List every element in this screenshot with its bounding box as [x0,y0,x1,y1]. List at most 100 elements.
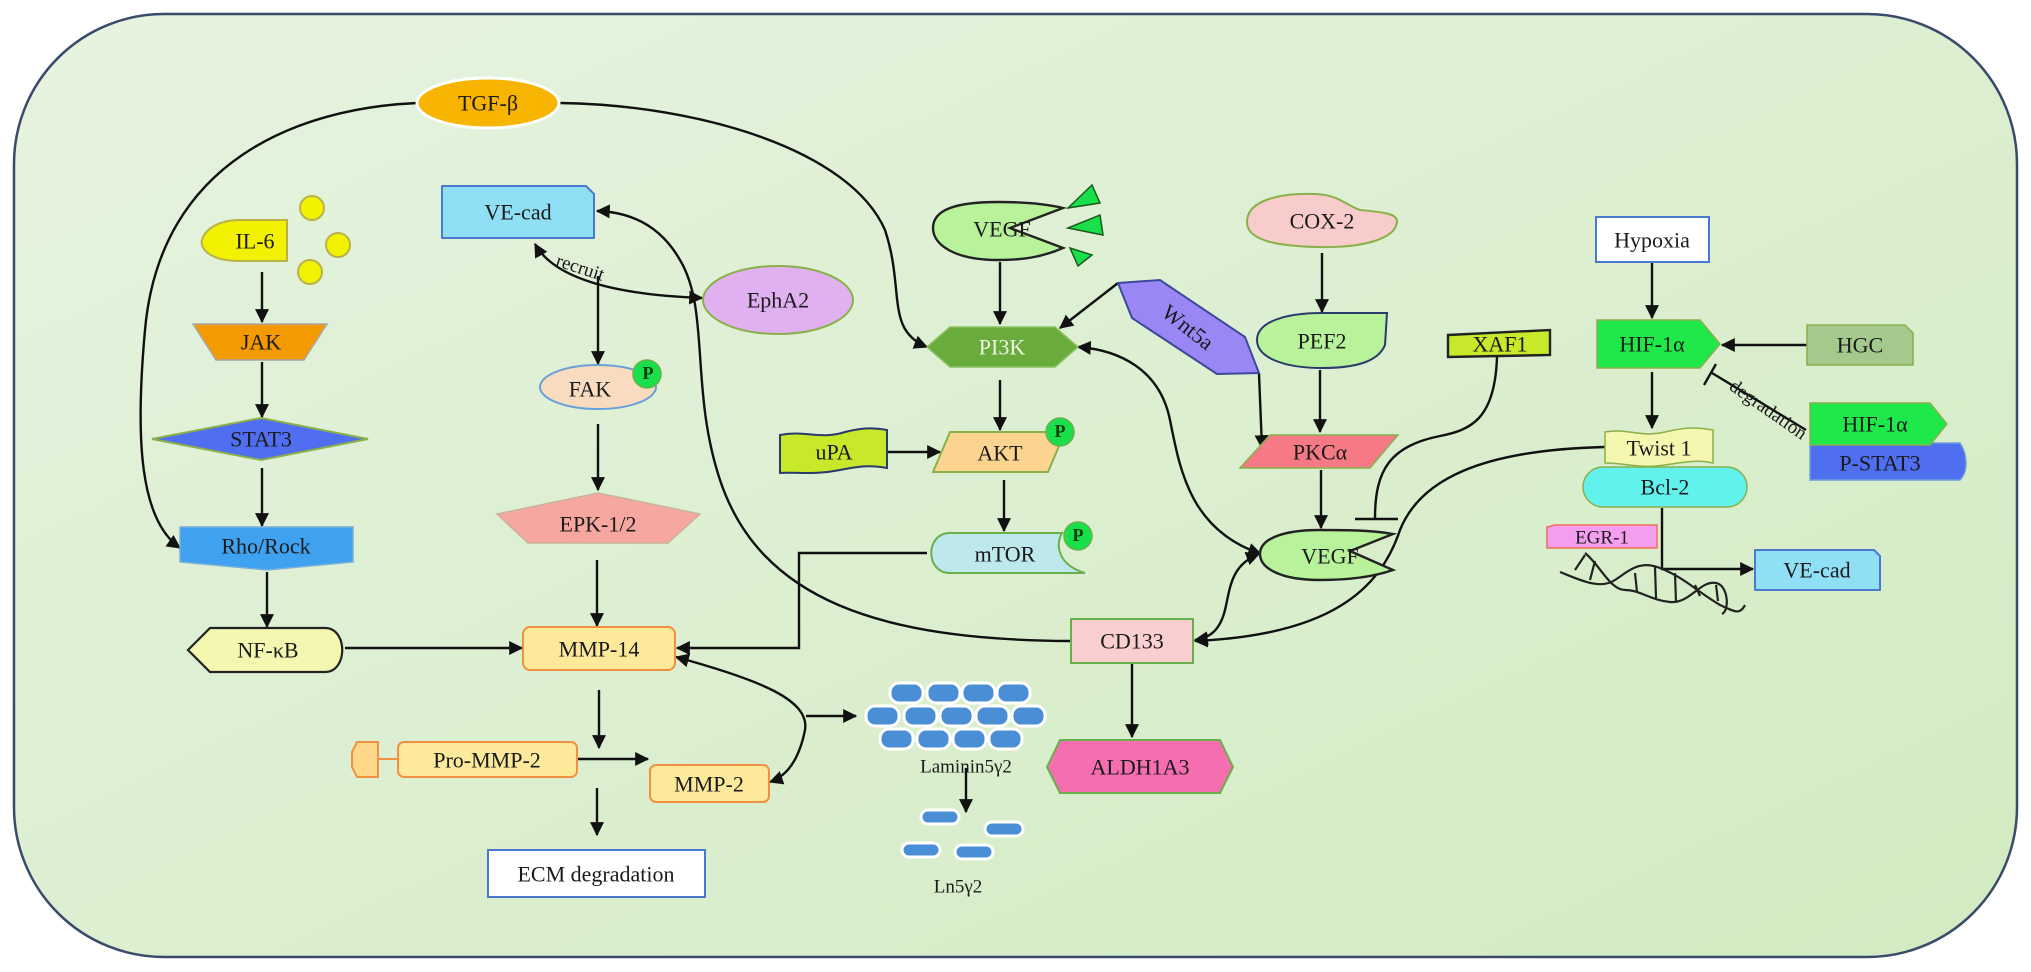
laminin-brick [974,704,1011,728]
laminin-brick [960,681,997,705]
label-pef2: PEF2 [1298,329,1347,354]
node-stat3[interactable]: STAT3 [151,416,369,462]
label-hif-1a-complex: HIF-1α [1842,412,1908,437]
edge-vegf-pi3k-bidir [1076,340,1263,557]
label-vegf-bottom: VEGF [1301,544,1358,569]
edge-twist1-cd133 [1193,445,1606,648]
node-ve-cad-top[interactable]: VE-cad [441,185,595,239]
edge-degradation-inhibit [1711,371,1807,432]
label-upa: uPA [815,440,852,465]
label-pro-mmp-2: Pro-MMP-2 [433,748,541,773]
phospho-badge-mtor: P [1063,521,1093,551]
phospho-label: P [1073,525,1084,545]
inhibit-bar-degradation [1702,363,1718,386]
phospho-badge-fak: P [632,359,662,389]
node-ecm-degradation[interactable]: ECM degradation [487,849,706,898]
node-twist-1[interactable]: Twist 1 [1604,427,1714,468]
node-pi3k[interactable]: PI3K [925,326,1080,368]
label-hif-1a: HIF-1α [1619,332,1685,357]
label-jak: JAK [241,330,281,355]
edge-mtor-mmp14 [675,551,927,655]
label-ve-cad-top: VE-cad [484,200,551,225]
laminin-brick [888,681,925,705]
label-hgc: HGC [1837,333,1883,358]
node-fak[interactable]: FAK [539,364,657,410]
ln5-fragment [900,841,942,859]
node-bcl-2[interactable]: Bcl-2 [1582,466,1748,508]
edge-tgfb-pi3k [559,101,929,349]
ligand-triangle-icon [1065,213,1104,236]
label-ve-cad-right: VE-cad [1783,558,1850,583]
label-fak: FAK [569,377,611,402]
laminin-brick [864,704,901,728]
laminin-brick [925,681,962,705]
label-tgf-beta: TGF-β [458,91,518,116]
edge-xaf1-vegf-inhibit [1373,356,1499,519]
node-pkca[interactable]: PKCα [1238,434,1400,469]
node-hif-1a[interactable]: HIF-1α [1596,319,1721,369]
label-egr-1: EGR-1 [1575,528,1629,549]
label-stat3: STAT3 [230,427,292,452]
node-epk-1-2[interactable]: EPK-1/2 [495,492,702,544]
laminin-brick [1010,704,1047,728]
label-hypoxia: Hypoxia [1614,228,1690,253]
laminin-brick [915,727,952,751]
node-akt[interactable]: AKT [931,431,1067,473]
node-nf-kb[interactable]: NF-κB [186,626,344,674]
label-twist-1: Twist 1 [1626,436,1691,461]
edge-cd133-vecad [595,204,1071,643]
label-rho-rock: Rho/Rock [221,534,310,559]
node-vegf-bottom[interactable]: VEGF [1258,528,1398,582]
edge-tgfb-rhorock [139,101,418,549]
label-mtor: mTOR [975,542,1036,567]
node-vegf-top[interactable]: VEGF [931,200,1068,262]
label-p-stat3: P-STAT3 [1839,451,1920,476]
phospho-label: P [1055,421,1066,441]
label-laminin: Laminin5γ2 [920,757,1012,778]
label-pkca: PKCα [1293,440,1348,465]
node-aldh1a3[interactable]: ALDH1A3 [1045,739,1235,794]
label-cox-2: COX-2 [1290,209,1355,234]
edge-mmp14-mmp2 [674,653,807,785]
node-mmp-2[interactable]: MMP-2 [649,764,770,803]
node-il-6[interactable]: IL-6 [200,219,288,262]
node-hgc[interactable]: HGC [1806,324,1914,366]
node-egr-1[interactable]: EGR-1 [1546,524,1658,549]
label-epha2: EphA2 [747,288,809,313]
node-upa[interactable]: uPA [779,427,888,475]
il-6-ligand-dots [297,195,351,285]
ln5-fragment-icon [900,808,1025,861]
ln5-fragment [983,820,1025,838]
node-ve-cad-right[interactable]: VE-cad [1754,549,1881,591]
label-mmp-14: MMP-14 [559,637,640,662]
label-akt: AKT [977,441,1023,466]
laminin-brick [995,681,1032,705]
dna-helix-icon [1559,552,1746,615]
ligand-dot-icon [325,232,351,258]
node-pro-mmp-2[interactable]: Pro-MMP-2 [351,741,578,778]
node-jak[interactable]: JAK [191,323,329,361]
label-mmp-2: MMP-2 [674,772,744,797]
label-il-6: IL-6 [235,229,274,254]
node-hif-1a-pstat3-complex[interactable]: HIF-1α P-STAT3 [1809,402,1967,481]
label-pi3k: PI3K [979,335,1026,360]
ligand-triangle-icon [1065,183,1102,210]
ligand-triangle-icon [1068,246,1094,268]
node-cd133[interactable]: CD133 [1070,618,1194,664]
node-rho-rock[interactable]: Rho/Rock [179,526,354,571]
node-pef2[interactable]: PEF2 [1255,312,1389,370]
node-hypoxia[interactable]: Hypoxia [1595,216,1710,263]
node-cox-2[interactable]: COX-2 [1245,192,1398,249]
node-tgf-beta[interactable]: TGF-β [415,76,561,130]
node-mmp-14[interactable]: MMP-14 [522,626,676,671]
label-vegf-top: VEGF [973,217,1030,242]
laminin-brick [878,727,915,751]
node-xaf1[interactable]: XAF1 [1446,328,1552,359]
laminin-brick [938,704,975,728]
label-bcl-2: Bcl-2 [1641,475,1690,500]
pro-domain-icon [351,741,379,778]
node-epha2[interactable]: EphA2 [702,265,854,335]
cell-frame [12,12,2019,959]
node-mtor[interactable]: mTOR [930,532,1086,574]
